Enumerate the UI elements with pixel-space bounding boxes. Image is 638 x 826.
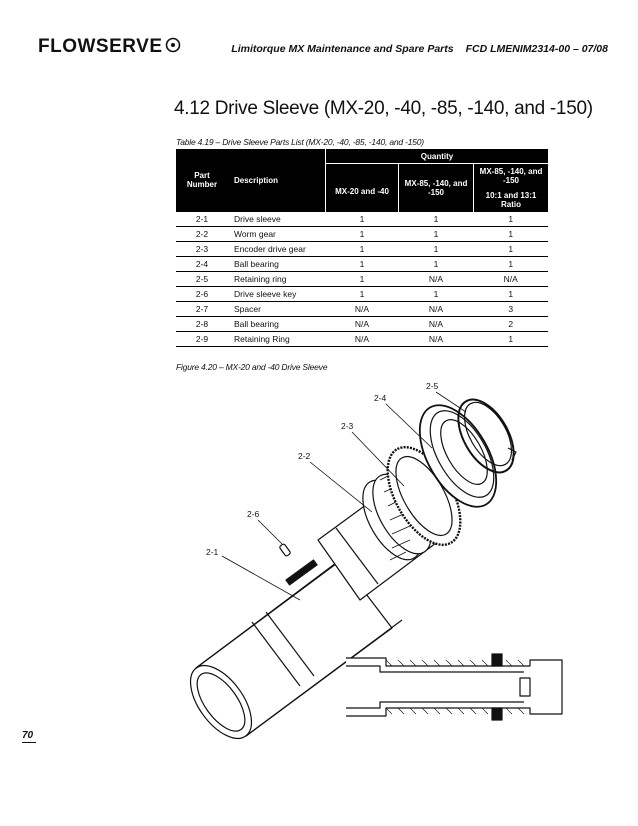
drive-sleeve-key-part [279, 543, 291, 557]
cell-qty2: N/A [398, 301, 474, 317]
cell-qty3: 1 [473, 226, 548, 242]
cell-qty1: 1 [325, 211, 399, 227]
cell-qty1: 1 [325, 271, 399, 287]
brand-logo: FLOWSERVE [38, 36, 181, 58]
cell-qty3: 2 [473, 316, 548, 332]
cell-description: Ball bearing [228, 316, 326, 332]
cell-description: Encoder drive gear [228, 241, 326, 257]
cell-qty2: 1 [398, 256, 474, 272]
cell-qty2: 1 [398, 211, 474, 227]
page-number-underline [22, 742, 36, 743]
brand-name: FLOWSERVE [38, 36, 163, 57]
cell-part: 2-9 [176, 331, 228, 347]
cell-part: 2-6 [176, 286, 228, 302]
cell-part: 2-7 [176, 301, 228, 317]
cell-qty2: N/A [398, 271, 474, 287]
callout-2-4: 2-4 [374, 393, 387, 403]
cell-description: Retaining ring [228, 271, 326, 287]
section-title: 4.12 Drive Sleeve (MX-20, -40, -85, -140… [174, 98, 593, 119]
cell-qty1: N/A [325, 331, 399, 347]
cell-qty1: 1 [325, 286, 399, 302]
header-part-number: Part Number [176, 149, 228, 212]
document-code: FCD LMENIM2314-00 – 07/08 [465, 43, 608, 55]
header-col3-line2: 10:1 and 13:1 Ratio [485, 190, 537, 209]
cell-qty3: 1 [473, 331, 548, 347]
cell-part: 2-8 [176, 316, 228, 332]
document-title: Limitorque MX Maintenance and Spare Part… [231, 43, 454, 55]
cell-description: Spacer [228, 301, 326, 317]
cell-qty2: N/A [398, 331, 474, 347]
cell-part: 2-3 [176, 241, 228, 257]
worm-gear-part [362, 473, 432, 561]
table-row: 2-8 Ball bearing N/A N/A 2 [176, 316, 548, 332]
callout-2-1: 2-1 [206, 547, 219, 557]
cell-description: Drive sleeve [228, 211, 326, 227]
figure-caption: Figure 4.20 – MX-20 and -40 Drive Sleeve [176, 362, 328, 372]
cell-qty3: N/A [473, 271, 548, 287]
cell-part: 2-4 [176, 256, 228, 272]
cell-qty1: N/A [325, 316, 399, 332]
header-description: Description [228, 149, 326, 212]
cell-description: Drive sleeve key [228, 286, 326, 302]
header-quantity: Quantity [325, 149, 548, 164]
cell-qty3: 3 [473, 301, 548, 317]
callout-2-2: 2-2 [298, 451, 311, 461]
callout-leaders [221, 391, 467, 601]
table-row: 2-3 Encoder drive gear 1 1 1 [176, 241, 548, 257]
cell-part: 2-1 [176, 211, 228, 227]
callout-2-3: 2-3 [341, 421, 354, 431]
header-col-mx20-40: MX-20 and -40 [325, 163, 399, 212]
brand-mark-icon [165, 37, 181, 58]
cell-qty1: 1 [325, 241, 399, 257]
table-row: 2-5 Retaining ring 1 N/A N/A [176, 271, 548, 287]
cell-qty1: N/A [325, 301, 399, 317]
table-row: 2-2 Worm gear 1 1 1 [176, 226, 548, 242]
header-col3-line1: MX-85, -140, and -150 [479, 166, 543, 185]
table-row: 2-7 Spacer N/A N/A 3 [176, 301, 548, 317]
table-caption: Table 4.19 – Drive Sleeve Parts List (MX… [176, 137, 424, 147]
cell-qty2: N/A [398, 316, 474, 332]
page-number: 70 [22, 730, 34, 741]
retaining-ring-part [457, 398, 517, 474]
table-row: 2-1 Drive sleeve 1 1 1 [176, 211, 548, 227]
cross-section-inset [346, 653, 563, 721]
cell-description: Worm gear [228, 226, 326, 242]
cell-qty3: 1 [473, 211, 548, 227]
table-row: 2-4 Ball bearing 1 1 1 [176, 256, 548, 272]
cell-part: 2-5 [176, 271, 228, 287]
cell-part: 2-2 [176, 226, 228, 242]
cell-qty3: 1 [473, 256, 548, 272]
table-row: 2-6 Drive sleeve key 1 1 1 [176, 286, 548, 302]
table-row: 2-9 Retaining Ring N/A N/A 1 [176, 331, 548, 347]
callout-2-5: 2-5 [426, 381, 439, 391]
running-header: Limitorque MX Maintenance and Spare Part… [231, 43, 608, 55]
ball-bearing-part [418, 404, 498, 508]
header-col-mx85-150-ratio: MX-85, -140, and -150 10:1 and 13:1 Rati… [473, 163, 548, 212]
cell-qty1: 1 [325, 256, 399, 272]
cell-qty2: 1 [398, 241, 474, 257]
cell-qty1: 1 [325, 226, 399, 242]
header-col-mx85-150: MX-85, -140, and -150 [398, 163, 474, 212]
cell-qty3: 1 [473, 241, 548, 257]
cell-qty2: 1 [398, 286, 474, 302]
parts-list-table: Part Number Description Quantity MX-20 a… [176, 149, 548, 347]
cell-qty3: 1 [473, 286, 548, 302]
cell-qty2: 1 [398, 226, 474, 242]
cell-description: Ball bearing [228, 256, 326, 272]
encoder-drive-gear-part [386, 445, 462, 547]
cell-description: Retaining Ring [228, 331, 326, 347]
callout-2-6: 2-6 [247, 509, 260, 519]
